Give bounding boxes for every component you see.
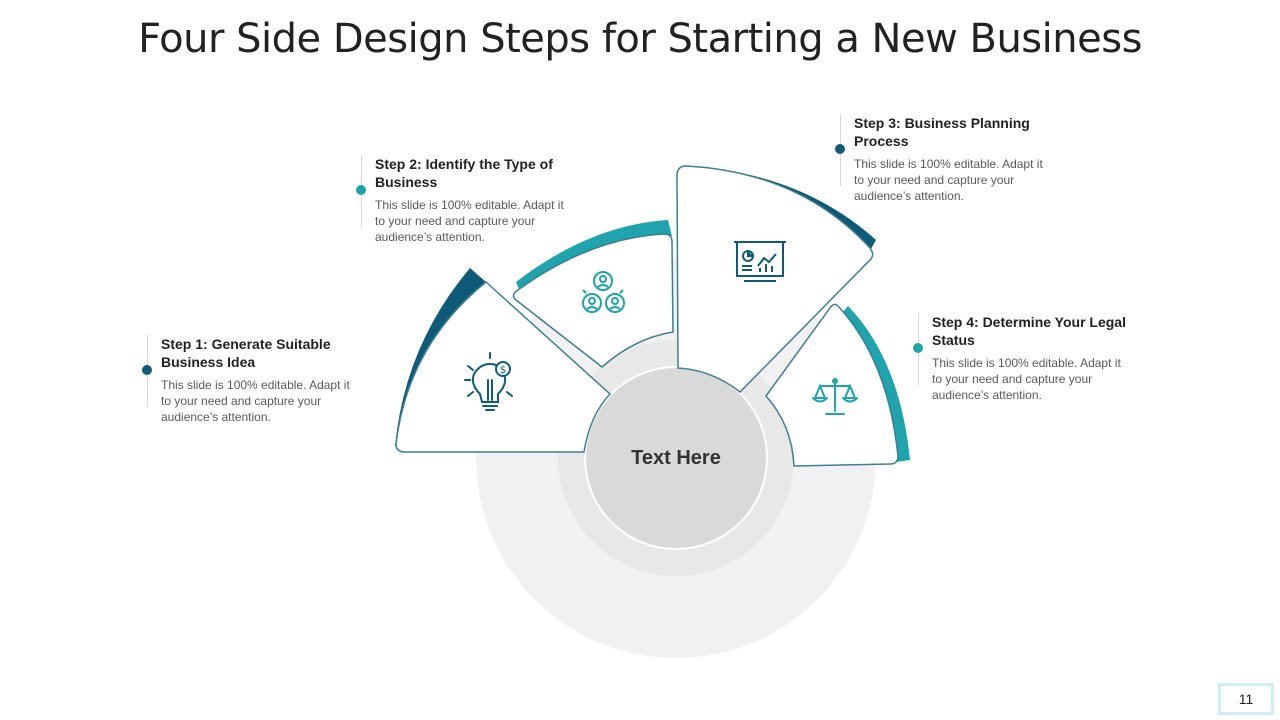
step-3-panel	[676, 165, 874, 394]
step-3-description: This slide is 100% editable. Adapt it to…	[854, 157, 1043, 203]
step-1-callout: Step 1: Generate Suitable Business Idea …	[142, 335, 362, 425]
step-2-panel	[512, 233, 674, 368]
step-2-callout: Step 2: Identify the Type of Business Th…	[356, 155, 576, 245]
center-circle	[584, 366, 768, 550]
center-label: Text Here	[631, 447, 721, 469]
step-3-heading: Step 3: Business Planning Process	[854, 115, 1030, 149]
step-4-heading: Step 4: Determine Your Legal Status	[932, 314, 1126, 348]
step-3-sector[interactable]	[676, 165, 876, 394]
step-1-description: This slide is 100% editable. Adapt it to…	[161, 378, 350, 424]
page-number: 11	[1218, 683, 1274, 715]
team-network-icon	[582, 271, 625, 313]
callout-dot	[142, 365, 152, 375]
step-2-sector[interactable]	[512, 220, 674, 368]
step-2-heading: Step 2: Identify the Type of Business	[375, 156, 553, 190]
slide-title: Four Side Design Steps for Starting a Ne…	[138, 16, 1142, 62]
balance-scale-icon	[812, 378, 858, 415]
callout-dot	[913, 343, 923, 353]
step-4-description: This slide is 100% editable. Adapt it to…	[932, 356, 1121, 402]
step-1-heading: Step 1: Generate Suitable Business Idea	[161, 336, 331, 370]
presentation-board-icon	[734, 241, 786, 282]
step-3-callout: Step 3: Business Planning Process This s…	[835, 114, 1055, 204]
step-4-callout: Step 4: Determine Your Legal Status This…	[913, 313, 1133, 403]
lightbulb-dollar-icon: $	[464, 352, 513, 411]
callout-dot	[835, 144, 845, 154]
step-2-description: This slide is 100% editable. Adapt it to…	[375, 198, 564, 244]
svg-text:$: $	[500, 365, 506, 376]
callout-dot	[356, 185, 366, 195]
